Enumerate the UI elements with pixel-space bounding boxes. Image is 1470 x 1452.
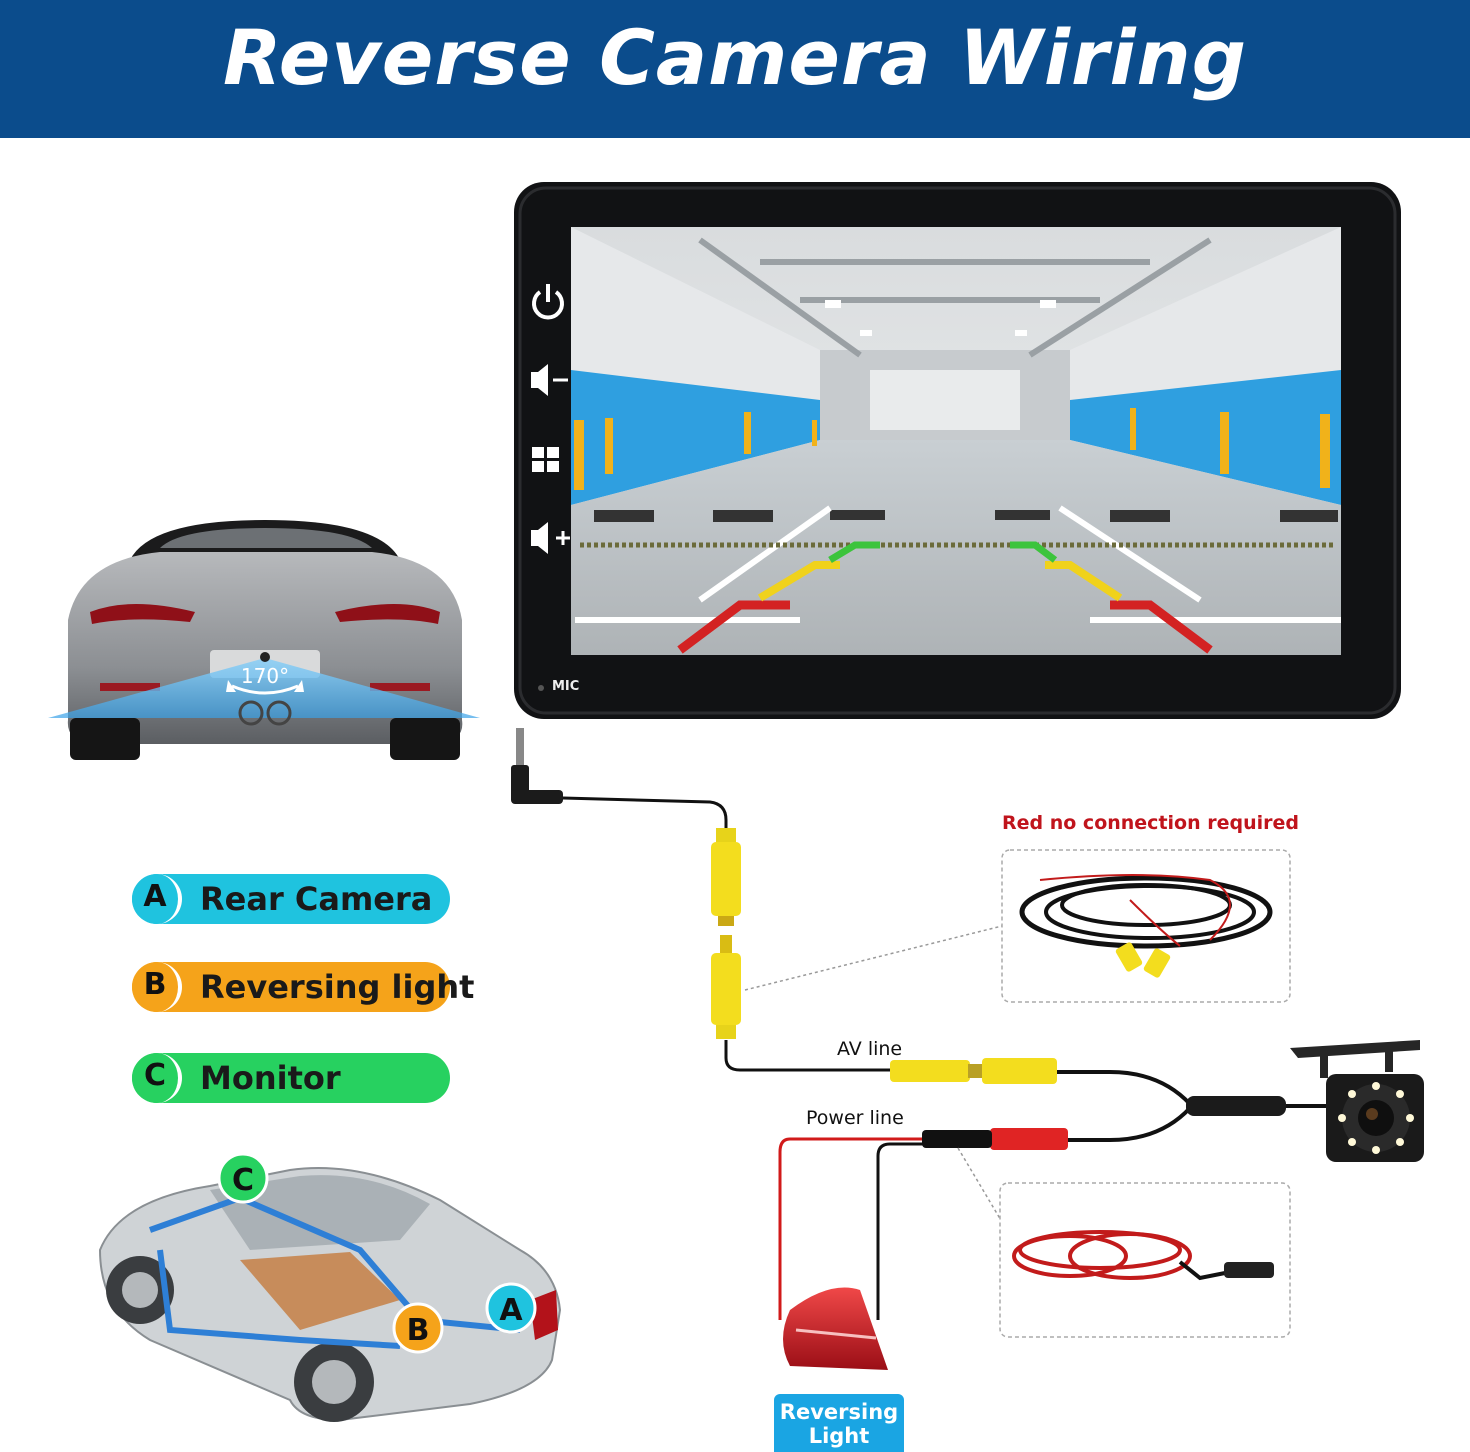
rear-car-illustration: 170°	[48, 520, 480, 760]
monitor-screen	[571, 227, 1341, 655]
marker-b: B	[392, 1302, 444, 1354]
rear-camera-device	[1290, 1040, 1424, 1162]
reversing-light-lamp	[783, 1287, 888, 1370]
monitor-unit	[514, 182, 1401, 719]
volume-up-icon[interactable]	[531, 522, 570, 554]
av-line-connectors	[890, 1058, 1192, 1106]
camera-harness	[1186, 1096, 1330, 1116]
av-cable-detail	[1001, 849, 1291, 1003]
legend-rear-camera: A Rear Camera	[132, 874, 450, 924]
red-wire-note: Red no connection required	[1002, 812, 1299, 834]
page-title: Reverse Camera Wiring	[222, 13, 1248, 102]
view-angle-label: 170°	[241, 664, 289, 688]
marker-c: C	[217, 1152, 269, 1204]
svg-text:A: A	[499, 1293, 523, 1328]
svg-text:B: B	[407, 1313, 430, 1348]
volume-down-icon[interactable]	[531, 364, 568, 396]
av-line-label: AV line	[837, 1038, 903, 1060]
legend-label: Reversing light	[200, 968, 475, 1006]
power-line-label: Power line	[806, 1107, 904, 1129]
legend-letter: A	[132, 874, 182, 924]
power-cable-detail	[999, 1182, 1291, 1338]
legend-letter: B	[132, 962, 182, 1012]
power-line-cable	[778, 1106, 1192, 1320]
mic-label: MIC	[552, 679, 580, 694]
camera-view-angle	[48, 658, 480, 718]
marker-a: A	[485, 1282, 537, 1334]
mic-hole	[538, 685, 544, 691]
badge-line-2: Light	[808, 1424, 870, 1448]
legend-monitor: C Monitor	[132, 1053, 450, 1103]
legend-reversing-light: B Reversing light	[132, 962, 474, 1012]
home-grid-icon[interactable]	[532, 447, 559, 472]
av-input-cable	[511, 728, 892, 1072]
badge-line-1: Reversing	[779, 1400, 899, 1424]
legend-letter: C	[132, 1053, 182, 1103]
sedan-cutaway-illustration: C B A	[98, 1152, 562, 1422]
title-banner	[0, 0, 1470, 138]
svg-text:C: C	[232, 1163, 254, 1198]
power-icon[interactable]	[529, 283, 567, 321]
legend-label: Monitor	[200, 1059, 341, 1097]
legend-label: Rear Camera	[200, 880, 433, 918]
wiring-route	[148, 1194, 521, 1333]
reversing-light-badge: Reversing Light	[774, 1394, 904, 1452]
